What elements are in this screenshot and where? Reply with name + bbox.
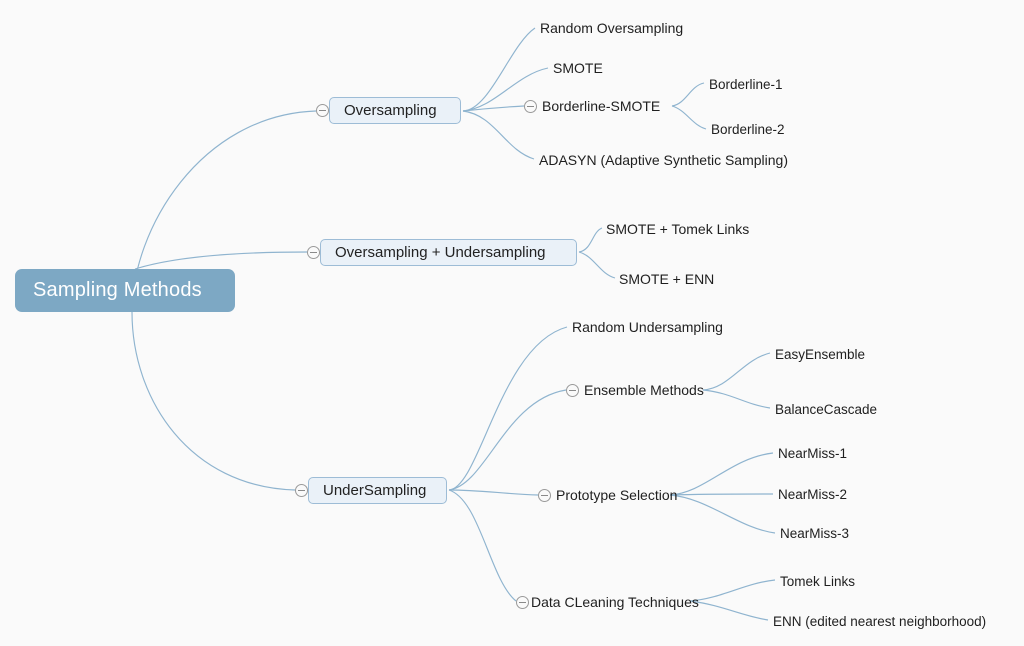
node-enn-edited-label: ENN (edited nearest neighborhood) <box>773 613 987 629</box>
node-tomek-links-label: Tomek Links <box>780 573 856 589</box>
node-smote-label: SMOTE <box>553 60 603 76</box>
edge-prototype-to-nearmiss-3 <box>669 494 776 534</box>
node-balancecascade[interactable]: BalanceCascade <box>775 400 877 418</box>
node-oversampling-undersampling-label: Oversampling + Undersampling <box>335 244 546 261</box>
node-smote-enn-label: SMOTE + ENN <box>619 271 715 287</box>
node-nearmiss-2-label: NearMiss-2 <box>778 486 848 502</box>
node-borderline-2-label: Borderline-2 <box>711 121 785 137</box>
node-nearmiss-3[interactable]: NearMiss-3 <box>780 524 849 542</box>
node-borderline-2[interactable]: Borderline-2 <box>711 120 785 138</box>
node-enn-edited[interactable]: ENN (edited nearest neighborhood) <box>773 612 986 630</box>
edge-ensemble-to-balancecascade <box>702 389 771 409</box>
node-borderline-smote-label: Borderline-SMOTE <box>542 98 661 114</box>
node-borderline-smote[interactable]: Borderline-SMOTE <box>542 97 660 115</box>
edge-borderline-smote-to-borderline-1 <box>671 82 705 107</box>
node-adasyn-label: ADASYN (Adaptive Synthetic Sampling) <box>539 152 788 168</box>
collapse-icon-oversampling-undersampling[interactable] <box>307 246 320 259</box>
collapse-icon-prototype-selection[interactable] <box>538 489 551 502</box>
edge-ovus-to-smote-tomek <box>578 227 603 253</box>
node-adasyn[interactable]: ADASYN (Adaptive Synthetic Sampling) <box>539 151 788 169</box>
node-random-oversampling[interactable]: Random Oversampling <box>540 19 683 37</box>
node-data-cleaning-techniques-label: Data CLeaning Techniques <box>531 594 699 610</box>
node-oversampling-undersampling[interactable]: Oversampling + Undersampling <box>320 239 577 266</box>
edge-root-to-oversampling-undersampling <box>134 251 308 270</box>
collapse-icon-data-cleaning-techniques[interactable] <box>516 596 529 609</box>
edge-prototype-to-nearmiss-2 <box>669 493 774 496</box>
edge-ovus-to-smote-enn <box>578 251 616 279</box>
node-easyensemble[interactable]: EasyEnsemble <box>775 345 865 363</box>
node-prototype-selection-label: Prototype Selection <box>556 487 678 503</box>
edge-datacleaning-to-enn <box>689 600 769 621</box>
node-undersampling-label: UnderSampling <box>323 482 427 499</box>
edge-datacleaning-to-tomek-links <box>689 579 776 602</box>
node-nearmiss-3-label: NearMiss-3 <box>780 525 850 541</box>
node-smote-enn[interactable]: SMOTE + ENN <box>619 270 714 288</box>
root-node-sampling-methods[interactable]: Sampling Methods <box>15 269 235 312</box>
node-nearmiss-2[interactable]: NearMiss-2 <box>778 485 847 503</box>
node-oversampling[interactable]: Oversampling <box>329 97 461 124</box>
edge-oversampling-to-random-oversampling <box>462 27 536 112</box>
node-smote-tomek-links-label: SMOTE + Tomek Links <box>606 221 750 237</box>
node-data-cleaning-techniques[interactable]: Data CLeaning Techniques <box>531 593 699 611</box>
node-smote[interactable]: SMOTE <box>553 59 603 77</box>
node-random-undersampling-label: Random Undersampling <box>572 319 723 335</box>
edge-oversampling-to-adasyn <box>462 110 535 160</box>
node-random-oversampling-label: Random Oversampling <box>540 20 684 36</box>
collapse-icon-borderline-smote[interactable] <box>524 100 537 113</box>
root-node-label: Sampling Methods <box>33 279 202 301</box>
edge-undersampling-to-prototype-selection <box>448 489 539 496</box>
edge-oversampling-to-borderline-smote <box>462 105 525 112</box>
node-tomek-links[interactable]: Tomek Links <box>780 572 855 590</box>
node-smote-tomek-links[interactable]: SMOTE + Tomek Links <box>606 220 749 238</box>
node-oversampling-label: Oversampling <box>344 102 437 119</box>
collapse-icon-undersampling[interactable] <box>295 484 308 497</box>
collapse-icon-oversampling[interactable] <box>316 104 329 117</box>
edge-undersampling-to-data-cleaning <box>448 489 517 602</box>
node-easyensemble-label: EasyEnsemble <box>775 346 866 362</box>
node-random-undersampling[interactable]: Random Undersampling <box>572 318 723 336</box>
edge-undersampling-to-random-undersampling <box>448 326 568 491</box>
edge-undersampling-to-ensemble-methods <box>448 389 567 491</box>
edge-prototype-to-nearmiss-1 <box>669 452 774 496</box>
node-nearmiss-1[interactable]: NearMiss-1 <box>778 444 847 462</box>
collapse-icon-ensemble-methods[interactable] <box>566 384 579 397</box>
edge-borderline-smote-to-borderline-2 <box>671 105 707 130</box>
node-prototype-selection[interactable]: Prototype Selection <box>556 486 677 504</box>
node-ensemble-methods-label: Ensemble Methods <box>584 382 704 398</box>
node-undersampling[interactable]: UnderSampling <box>308 477 447 504</box>
edge-ensemble-to-easyensemble <box>702 352 771 391</box>
edge-root-to-undersampling <box>131 311 296 491</box>
node-borderline-1[interactable]: Borderline-1 <box>709 75 783 93</box>
node-ensemble-methods[interactable]: Ensemble Methods <box>584 381 704 399</box>
edge-oversampling-to-smote <box>462 67 549 112</box>
node-borderline-1-label: Borderline-1 <box>709 76 783 92</box>
node-balancecascade-label: BalanceCascade <box>775 401 878 417</box>
node-nearmiss-1-label: NearMiss-1 <box>778 445 848 461</box>
